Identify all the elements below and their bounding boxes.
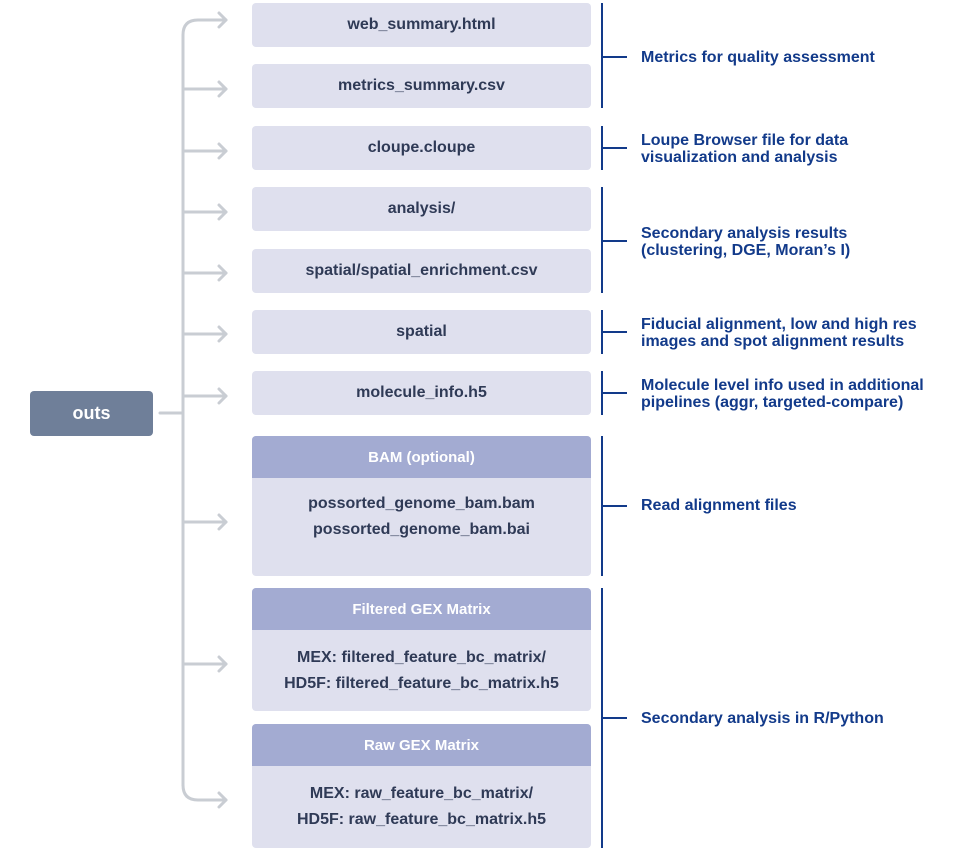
file-label: spatial/spatial_enrichment.csv bbox=[305, 262, 538, 279]
group-body: MEX: filtered_feature_bc_matrix/ HD5F: f… bbox=[252, 630, 591, 697]
group-line: possorted_genome_bam.bai bbox=[313, 521, 530, 538]
bracket-tick bbox=[601, 56, 627, 58]
description-line: visualization and analysis bbox=[641, 149, 838, 166]
bracket-tick bbox=[601, 392, 627, 394]
description-line: Metrics for quality assessment bbox=[641, 49, 875, 66]
group-header: Raw GEX Matrix bbox=[252, 724, 591, 766]
group-filtered-gex-matrix[interactable]: Filtered GEX Matrix MEX: filtered_featur… bbox=[252, 588, 591, 711]
group-line: MEX: filtered_feature_bc_matrix/ bbox=[297, 649, 546, 666]
description-line: Secondary analysis in R/Python bbox=[641, 710, 884, 727]
file-spatial-enrichment[interactable]: spatial/spatial_enrichment.csv bbox=[252, 249, 591, 293]
group-header: Filtered GEX Matrix bbox=[252, 588, 591, 630]
description-line: Loupe Browser file for data bbox=[641, 132, 849, 149]
bracket-metrics bbox=[601, 3, 603, 108]
bracket-tick bbox=[601, 147, 627, 149]
description-line: pipelines (aggr, targeted-compare) bbox=[641, 394, 904, 411]
file-web-summary[interactable]: web_summary.html bbox=[252, 3, 591, 47]
group-bam[interactable]: BAM (optional) possorted_genome_bam.bam … bbox=[252, 436, 591, 576]
description-line: Molecule level info used in additional bbox=[641, 377, 924, 394]
outs-folder[interactable]: outs bbox=[30, 391, 153, 436]
description-line: images and spot alignment results bbox=[641, 333, 905, 350]
bracket-tick bbox=[601, 505, 627, 507]
description-bam: Read alignment files bbox=[641, 497, 797, 514]
bracket-tick bbox=[601, 331, 627, 333]
description-matrices: Secondary analysis in R/Python bbox=[641, 710, 884, 727]
file-label: web_summary.html bbox=[347, 16, 496, 33]
file-label: cloupe.cloupe bbox=[367, 139, 476, 156]
file-label: analysis/ bbox=[387, 200, 456, 217]
description-line: Read alignment files bbox=[641, 497, 797, 514]
file-label: spatial bbox=[396, 323, 447, 340]
description-line: (clustering, DGE, Moran’s I) bbox=[641, 242, 851, 259]
group-body: possorted_genome_bam.bam possorted_genom… bbox=[252, 478, 591, 543]
group-line: MEX: raw_feature_bc_matrix/ bbox=[309, 785, 534, 802]
description-line: Secondary analysis results bbox=[641, 225, 848, 242]
group-body: MEX: raw_feature_bc_matrix/ HD5F: raw_fe… bbox=[252, 766, 591, 833]
group-line: possorted_genome_bam.bam bbox=[308, 495, 535, 512]
group-line: HD5F: filtered_feature_bc_matrix.h5 bbox=[284, 675, 559, 692]
description-molecule: Molecule level info used in additional p… bbox=[641, 377, 924, 411]
file-label: molecule_info.h5 bbox=[356, 384, 487, 401]
description-cloupe: Loupe Browser file for data visualizatio… bbox=[641, 132, 848, 166]
outs-label: outs bbox=[72, 403, 111, 423]
file-metrics-summary[interactable]: metrics_summary.csv bbox=[252, 64, 591, 108]
bracket-tick bbox=[601, 717, 627, 719]
description-line: Fiducial alignment, low and high res bbox=[641, 316, 917, 333]
folder-analysis[interactable]: analysis/ bbox=[252, 187, 591, 231]
file-molecule-info[interactable]: molecule_info.h5 bbox=[252, 371, 591, 415]
description-secondary-analysis: Secondary analysis results (clustering, … bbox=[641, 225, 850, 259]
folder-spatial[interactable]: spatial bbox=[252, 310, 591, 354]
file-cloupe[interactable]: cloupe.cloupe bbox=[252, 126, 591, 170]
description-spatial: Fiducial alignment, low and high res ima… bbox=[641, 316, 917, 350]
group-header: BAM (optional) bbox=[252, 436, 591, 478]
bracket-tick bbox=[601, 240, 627, 242]
group-line: HD5F: raw_feature_bc_matrix.h5 bbox=[297, 811, 546, 828]
file-label: metrics_summary.csv bbox=[338, 77, 505, 94]
description-metrics: Metrics for quality assessment bbox=[641, 49, 875, 66]
group-raw-gex-matrix[interactable]: Raw GEX Matrix MEX: raw_feature_bc_matri… bbox=[252, 724, 591, 848]
